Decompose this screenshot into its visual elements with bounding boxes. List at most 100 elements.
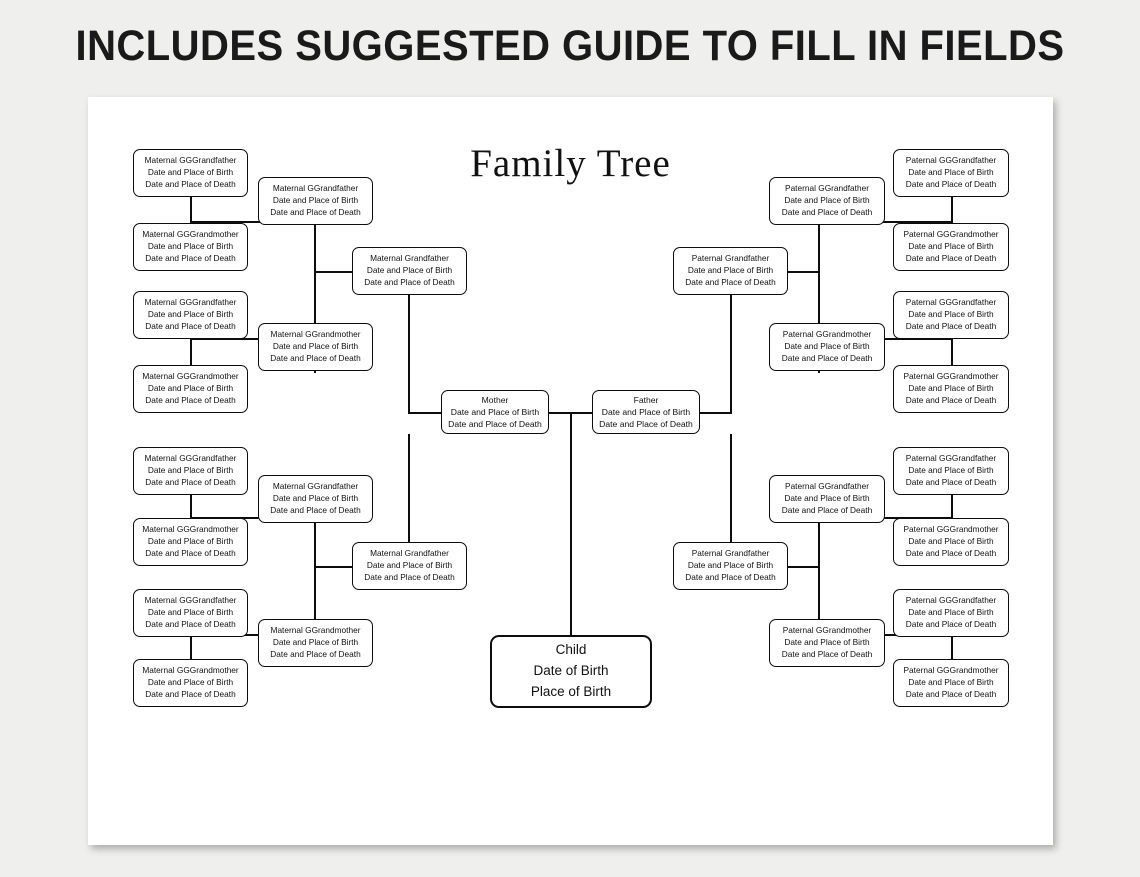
conn-mggf1-down xyxy=(314,225,316,373)
node-paternal-gggrandfather-4-line1: Paternal GGGrandfather xyxy=(905,595,997,606)
node-maternal-ggrandmother-1-line1: Maternal GGrandmother xyxy=(270,329,361,340)
node-paternal-gggrandmother-2-line1: Paternal GGGrandmother xyxy=(903,371,999,382)
node-maternal-ggrandfather-1-line1: Maternal GGrandfather xyxy=(272,183,359,194)
conn-mgggf3-pair xyxy=(190,517,324,519)
node-paternal-gggrandmother-1-line3: Date and Place of Death xyxy=(905,252,997,263)
node-maternal-gggrandmother-2-line3: Date and Place of Death xyxy=(145,394,236,405)
node-maternal-ggrandfather-2-line2: Date and Place of Birth xyxy=(272,493,359,504)
node-child-line2: Date of Birth xyxy=(533,663,609,679)
node-paternal-ggrandmother-2-line3: Date and Place of Death xyxy=(781,648,873,659)
node-maternal-ggrandfather-2-line1: Maternal GGrandfather xyxy=(272,481,359,492)
conn-mgggf4-stub xyxy=(190,637,192,660)
node-maternal-grandfather-1-line3: Date and Place of Death xyxy=(364,276,455,287)
node-paternal-gggrandmother-1-line2: Date and Place of Birth xyxy=(908,241,994,252)
node-maternal-ggrandfather-1-line3: Date and Place of Death xyxy=(270,206,361,217)
node-paternal-ggrandfather-1-line2: Date and Place of Birth xyxy=(784,195,870,206)
node-paternal-gggrandfather-2-line3: Date and Place of Death xyxy=(905,320,997,331)
conn-mgggf2-pair xyxy=(190,338,324,340)
conn-pgf1-down xyxy=(730,295,732,413)
conn-pgggf3-pair xyxy=(818,517,952,519)
conn-pgggf1-pair xyxy=(818,221,952,223)
conn-pggf2-to-gf xyxy=(785,566,820,568)
conn-pgggf3-stub xyxy=(951,495,953,519)
conn-pgggf4-stub xyxy=(951,637,953,660)
conn-mgf1-mother xyxy=(408,412,443,414)
conn-mgggf3-stub xyxy=(190,495,192,519)
conn-child-drop xyxy=(570,412,572,636)
conn-mgf1-down xyxy=(408,295,410,413)
conn-pgggf2-stub xyxy=(951,339,953,365)
node-maternal-grandfather-1-line1: Maternal Grandfather xyxy=(370,253,449,264)
node-paternal-grandfather-1-line2: Date and Place of Birth xyxy=(687,265,774,276)
node-maternal-gggrandfather-2-line3: Date and Place of Death xyxy=(145,320,236,331)
node-paternal-gggrandmother-2-line2: Date and Place of Birth xyxy=(908,383,994,394)
node-maternal-gggrandmother-3-line1: Maternal GGGrandmother xyxy=(142,524,239,535)
node-maternal-gggrandfather-2-line2: Date and Place of Birth xyxy=(147,309,234,320)
conn-mggf2-down xyxy=(314,523,316,666)
node-paternal-gggrandmother-2-line3: Date and Place of Death xyxy=(905,394,997,405)
node-maternal-gggrandfather-2-line1: Maternal GGGrandfather xyxy=(144,297,237,308)
conn-mggf2-to-gf xyxy=(314,566,354,568)
node-father-line2: Date and Place of Birth xyxy=(601,406,691,417)
node-paternal-ggrandfather-1-line3: Date and Place of Death xyxy=(781,206,873,217)
conn-mggf-to-gf xyxy=(314,271,354,273)
node-maternal-gggrandfather-3-line2: Date and Place of Birth xyxy=(147,465,234,476)
node-paternal-gggrandmother-3-line3: Date and Place of Death xyxy=(905,547,997,558)
node-paternal-ggrandfather-1-line1: Paternal GGrandfather xyxy=(785,183,869,194)
node-paternal-gggrandmother-4-line1: Paternal GGGrandmother xyxy=(903,665,999,676)
node-maternal-gggrandfather-3-line3: Date and Place of Death xyxy=(145,476,236,487)
node-paternal-gggrandfather-1-line3: Date and Place of Death xyxy=(905,178,997,189)
node-maternal-ggrandmother-1-line2: Date and Place of Birth xyxy=(272,341,359,352)
node-maternal-gggrandmother-2-line2: Date and Place of Birth xyxy=(147,383,234,394)
node-maternal-gggrandfather-3-line1: Maternal GGGrandfather xyxy=(144,453,237,464)
node-maternal-gggrandfather-4-line2: Date and Place of Birth xyxy=(147,607,234,618)
conn-mgggf1-pair xyxy=(190,221,324,223)
node-paternal-grandfather-2-line1: Paternal Grandfather xyxy=(691,548,770,559)
node-paternal-gggrandfather-3-line2: Date and Place of Birth xyxy=(908,465,994,476)
conn-pggf2-down xyxy=(818,523,820,666)
node-maternal-gggrandmother-1-line2: Date and Place of Birth xyxy=(147,241,234,252)
node-maternal-gggrandmother-4-line3: Date and Place of Death xyxy=(145,688,236,699)
node-paternal-gggrandmother-4-line2: Date and Place of Birth xyxy=(908,677,994,688)
node-paternal-gggrandmother-3-line2: Date and Place of Birth xyxy=(908,536,994,547)
node-child-line1: Child xyxy=(555,642,587,658)
node-paternal-gggrandfather-4-line2: Date and Place of Birth xyxy=(908,607,994,618)
node-paternal-gggrandfather-3-line1: Paternal GGGrandfather xyxy=(905,453,997,464)
node-paternal-gggrandmother-3-line1: Paternal GGGrandmother xyxy=(903,524,999,535)
conn-mgggf1-stub xyxy=(190,197,192,223)
node-maternal-gggrandfather-1-line1: Maternal GGGrandfather xyxy=(144,155,237,166)
conn-mgggf2-stub xyxy=(190,339,192,365)
